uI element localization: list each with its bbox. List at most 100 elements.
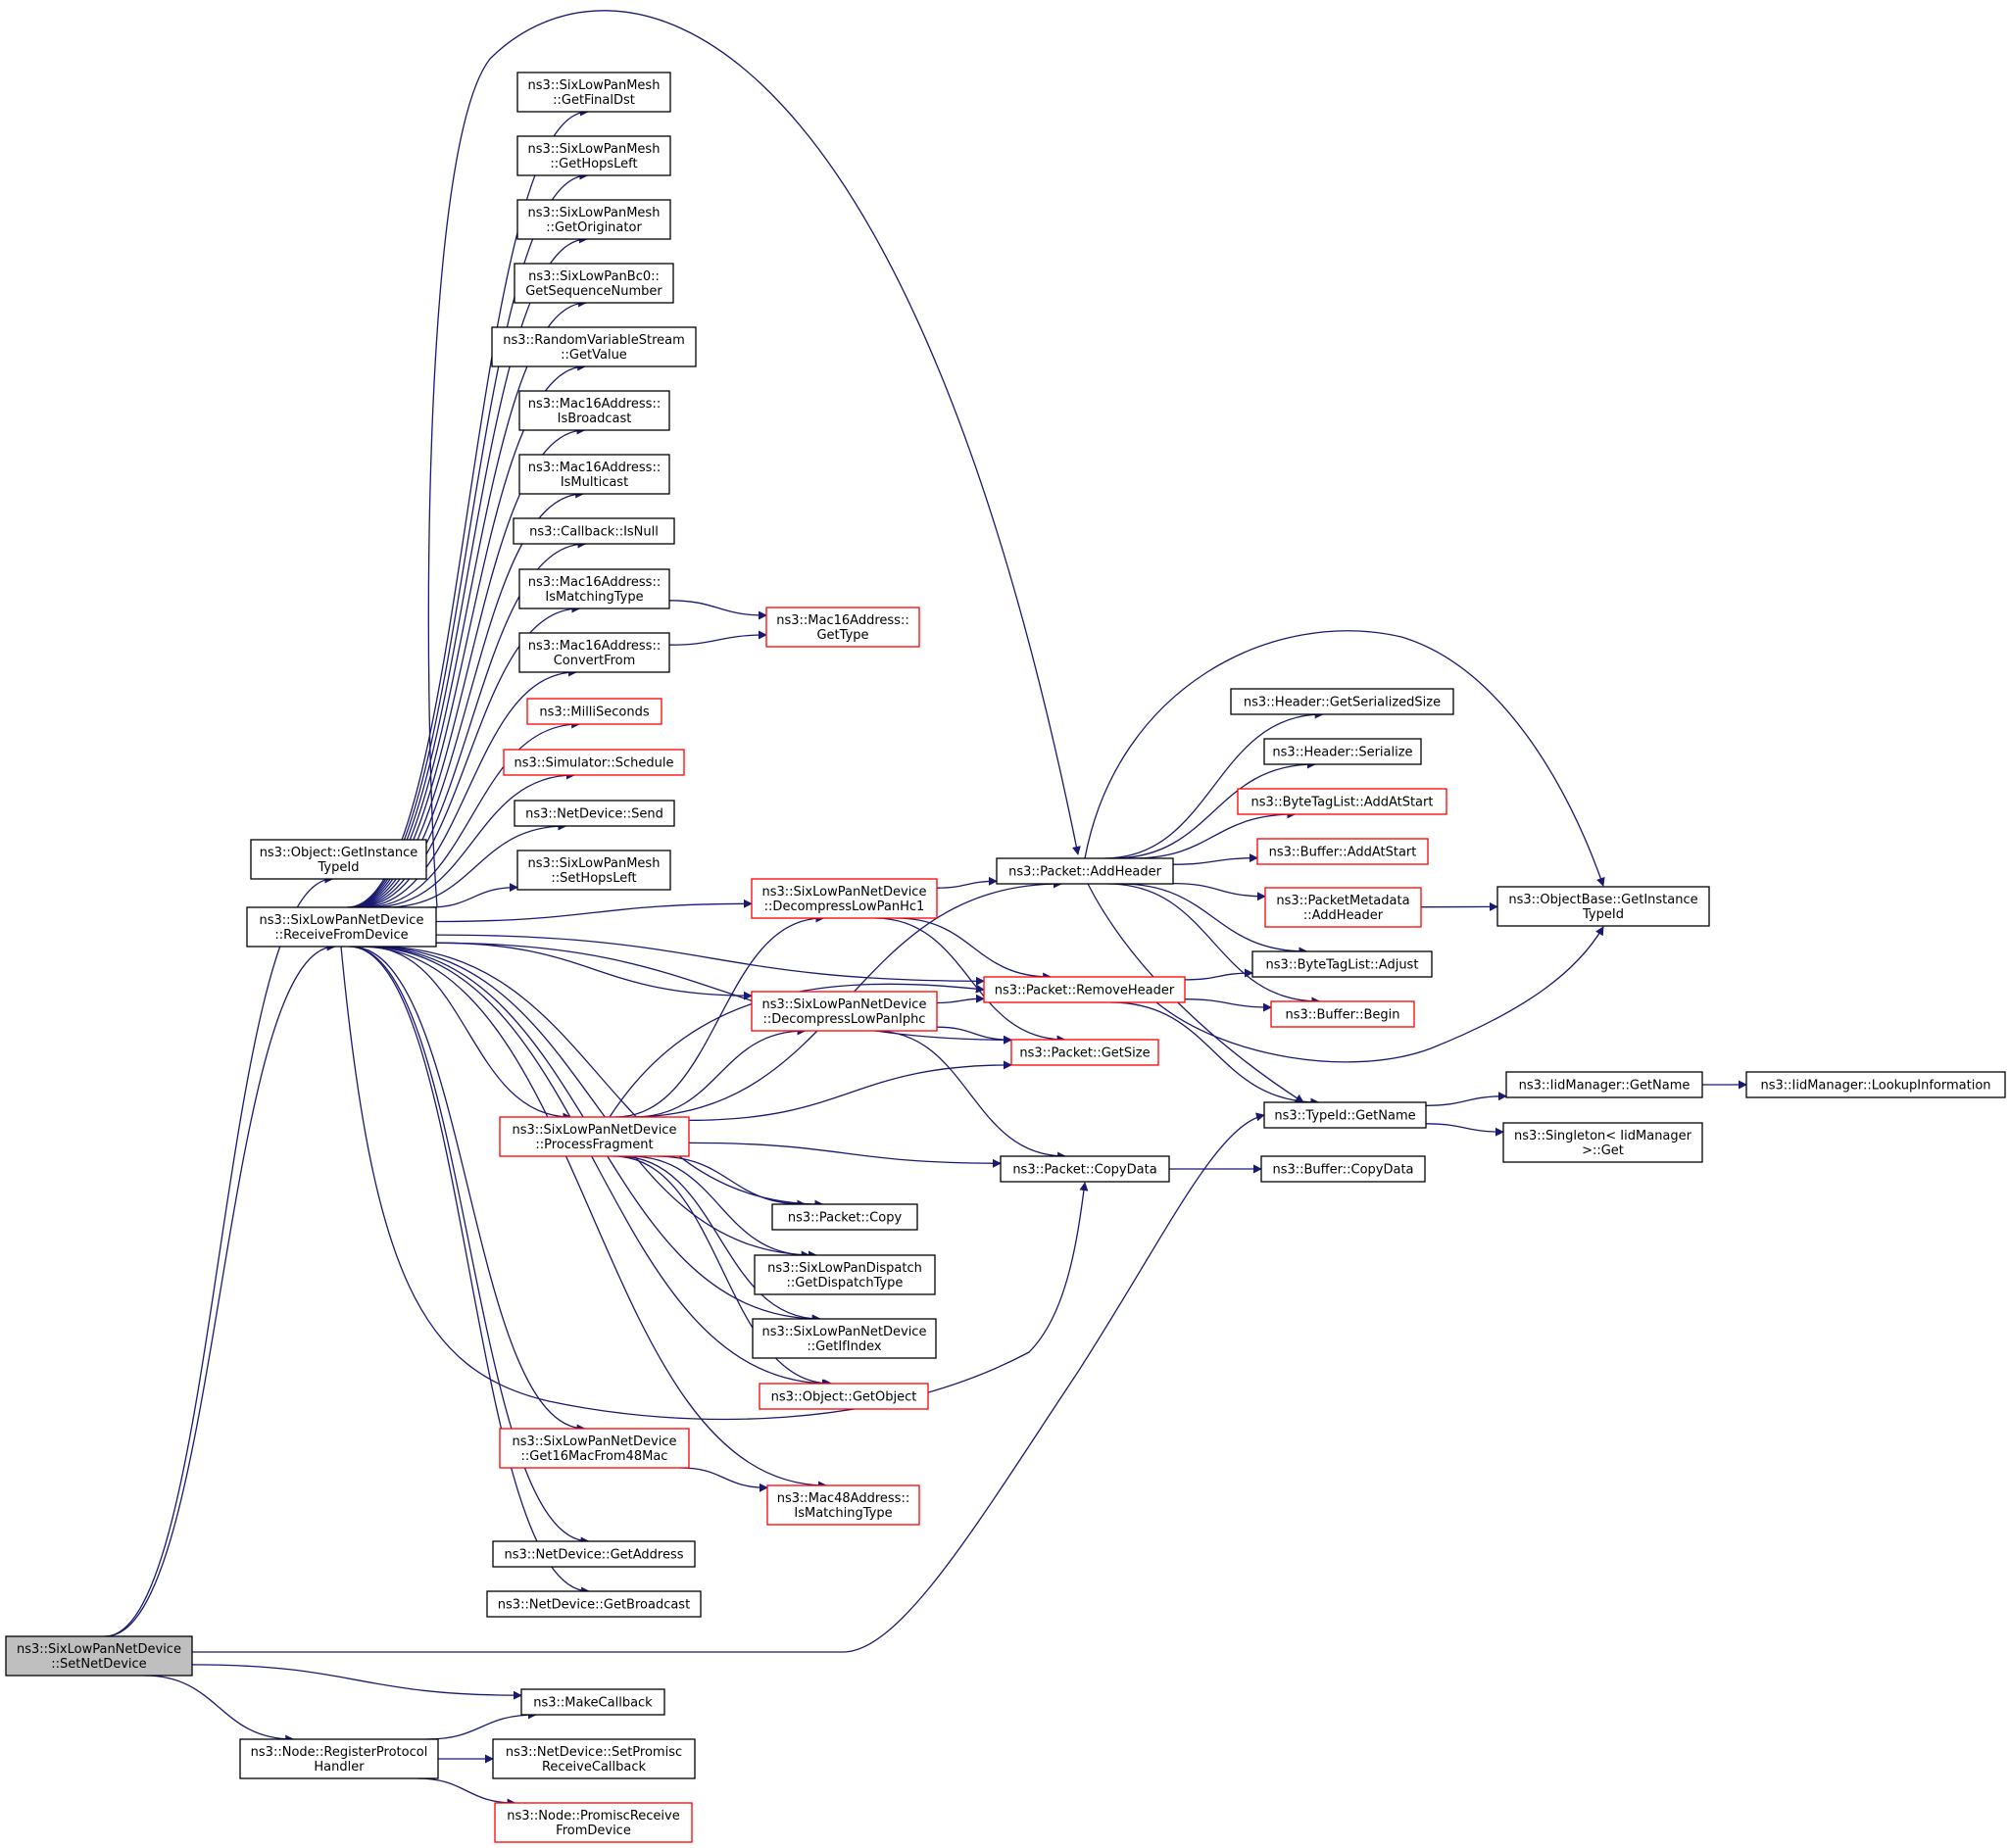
function-node-mesh_gethopsleft[interactable]: ns3::SixLowPanMesh::GetHopsLeft [516,135,671,176]
node-label-line: ns3::Object::GetInstance [260,846,418,860]
node-label-line: ns3::PacketMetadata [1276,894,1409,908]
function-node-setnetdevice[interactable]: ns3::SixLowPanNetDevice::SetNetDevice [5,1635,193,1677]
function-node-packet_copy[interactable]: ns3::Packet::Copy [771,1203,918,1231]
node-label-line: ns3::SixLowPanNetDevice [762,997,927,1012]
node-label-line: ::GetHopsLeft [550,157,637,171]
function-node-mac16_ismulticast[interactable]: ns3::Mac16Address::IsMulticast [518,454,670,495]
node-label-line: ns3::SixLowPanNetDevice [260,913,424,928]
call-edge-get16macfrom48mac-to-mac48_ismatchingtype [680,1467,768,1492]
function-node-callback_isnull[interactable]: ns3::Callback::IsNull [513,517,675,545]
function-node-mac48_ismatchingtype[interactable]: ns3::Mac48Address::IsMatchingType [766,1484,920,1526]
function-node-mesh_getfinaldst[interactable]: ns3::SixLowPanMesh::GetFinalDst [516,72,671,113]
call-edge-receivefromdevice-to-netdevice_getbroadcast [348,946,591,1596]
node-label-line: ns3::SixLowPanNetDevice [513,1435,677,1449]
function-node-getdispatchtype[interactable]: ns3::SixLowPanDispatch::GetDispatchType [754,1254,936,1295]
call-edge-packet_addheader-to-objectbase_getinstancetypeid [1084,630,1605,887]
function-node-get16macfrom48mac[interactable]: ns3::SixLowPanNetDevice::Get16MacFrom48M… [499,1428,690,1469]
call-edge-receivefromdevice-to-mac16_convertfrom [359,667,577,908]
function-node-netdevice_send[interactable]: ns3::NetDevice::Send [514,800,675,827]
node-box [239,1738,439,1779]
call-edge-setnetdevice-to-makecallback [191,1664,522,1700]
node-label-line: ns3::Buffer::Begin [1285,1008,1399,1023]
function-node-getifindex[interactable]: ns3::SixLowPanNetDevice::GetIfIndex [752,1318,937,1359]
function-node-netdevice_setpromiscreceivecallback[interactable]: ns3::NetDevice::SetPromiscReceiveCallbac… [492,1738,696,1779]
function-node-mac16_isbroadcast[interactable]: ns3::Mac16Address::IsBroadcast [518,390,670,431]
node-box [1251,950,1433,978]
call-edge-processfragment-to-getifindex [618,1155,821,1324]
node-box [499,1428,690,1469]
node-label-line: ns3::SixLowPanBc0:: [528,269,660,284]
node-box [1502,1122,1703,1163]
function-node-buffer_copydata[interactable]: ns3::Buffer::CopyData [1260,1155,1426,1183]
call-edge-processfragment-to-object_getobject [613,1155,833,1388]
function-node-bytetaglist_adjust[interactable]: ns3::ByteTagList::Adjust [1251,950,1433,978]
function-node-buffer_begin[interactable]: ns3::Buffer::Begin [1270,1000,1415,1028]
node-box [526,698,662,725]
node-box [5,1635,193,1677]
node-box [1496,886,1710,927]
function-node-packetmetadata_addheader[interactable]: ns3::PacketMetadata::AddHeader [1264,887,1422,928]
call-edge-decompresslowpanhc1-to-packet_addheader [936,876,998,889]
function-node-netdevice_getbroadcast[interactable]: ns3::NetDevice::GetBroadcast [486,1590,702,1618]
node-box [518,568,670,609]
call-edge-registerprotocolhandler-to-node_promiscreceivefromdevice [417,1777,516,1808]
function-node-header_getserializedsize[interactable]: ns3::Header::GetSerializedSize [1230,688,1454,715]
node-box [983,976,1186,1003]
function-node-decompresslowpanhc1[interactable]: ns3::SixLowPanNetDevice::DecompressLowPa… [751,878,938,919]
call-edge-receivefromdevice-to-simulator_schedule [371,770,575,908]
call-edge-packet_addheader-to-bytetaglist_adjust [1119,883,1308,956]
function-node-netdevice_getaddress[interactable]: ns3::NetDevice::GetAddress [492,1540,696,1568]
node-label-line: IsMatchingType [794,1506,892,1521]
call-edge-packet_removeheader-to-buffer_begin [1184,998,1272,1012]
node-box [516,199,671,240]
function-node-singleton_iidmanager_get[interactable]: ns3::Singleton< IidManager >::Get [1502,1122,1703,1163]
node-label-line: ns3::Mac16Address:: [528,639,661,654]
function-node-header_serialize[interactable]: ns3::Header::Serialize [1263,738,1422,765]
node-label-line: ns3::IidManager::GetName [1519,1079,1691,1094]
node-label-line: ns3::NetDevice::GetBroadcast [498,1598,690,1613]
function-node-object_getobject[interactable]: ns3::Object::GetObject [759,1383,929,1410]
node-label-line: ns3::Mac16Address:: [776,613,908,628]
function-node-decompresslowpaniphc[interactable]: ns3::SixLowPanNetDevice::DecompressLowPa… [751,991,938,1032]
function-node-receivefromdevice[interactable]: ns3::SixLowPanNetDevice::ReceiveFromDevi… [246,906,437,948]
function-node-iidmanager_getname[interactable]: ns3::IidManager::GetName [1505,1071,1703,1098]
node-label-line: ::SetNetDevice [51,1657,146,1672]
function-node-processfragment[interactable]: ns3::SixLowPanNetDevice::ProcessFragment [499,1116,690,1157]
function-node-buffer_addatstart[interactable]: ns3::Buffer::AddAtStart [1256,838,1429,865]
function-node-packet_removeheader[interactable]: ns3::Packet::RemoveHeader [983,976,1186,1003]
function-node-packet_addheader[interactable]: ns3::Packet::AddHeader [996,857,1174,885]
node-box [246,906,437,948]
node-box [492,1540,696,1568]
function-node-mesh_getoriginator[interactable]: ns3::SixLowPanMesh::GetOriginator [516,199,671,240]
function-node-mac16_gettype[interactable]: ns3::Mac16Address::GetType [765,607,920,648]
node-label-line: ::SetHopsLeft [551,871,636,886]
node-label-line: ns3::Node::RegisterProtocol [251,1745,428,1760]
call-edge-processfragment-to-packet_getsize [688,1060,1012,1122]
function-node-mesh_sethopsleft[interactable]: ns3::SixLowPanMesh::SetHopsLeft [516,850,671,891]
call-edge-registerprotocolhandler-to-makecallback [426,1710,537,1740]
function-node-bc0_getsequencenumber[interactable]: ns3::SixLowPanBc0::GetSequenceNumber [514,263,674,304]
function-node-iidmanager_lookupinformation[interactable]: ns3::IidManager::LookupInformation [1745,1071,2006,1098]
function-node-packet_copydata[interactable]: ns3::Packet::CopyData [1000,1155,1170,1183]
function-node-milliseconds[interactable]: ns3::MilliSeconds [526,698,662,725]
node-label-line: ns3::Packet::GetSize [1019,1046,1150,1061]
function-node-simulator_schedule[interactable]: ns3::Simulator::Schedule [503,749,685,776]
node-label-line: ns3::Packet::Copy [788,1211,903,1226]
function-node-mac16_ismatchingtype[interactable]: ns3::Mac16Address::IsMatchingType [518,568,670,609]
function-node-makecallback[interactable]: ns3::MakeCallback [520,1688,665,1716]
node-box [1010,1039,1159,1066]
function-node-rvs_getvalue[interactable]: ns3::RandomVariableStream::GetValue [491,326,697,367]
function-node-typeid_getname[interactable]: ns3::TypeId::GetName [1263,1101,1427,1129]
call-edge-mac16_convertfrom-to-mac16_gettype [668,630,767,646]
function-node-packet_getsize[interactable]: ns3::Packet::GetSize [1010,1039,1159,1066]
function-node-mac16_convertfrom[interactable]: ns3::Mac16Address::ConvertFrom [518,632,670,673]
call-edge-packet_addheader-to-typeid_getname [1087,883,1304,1103]
function-node-bytetaglist_addatstart[interactable]: ns3::ByteTagList::AddAtStart [1237,788,1447,815]
node-box [1505,1071,1703,1098]
node-label-line: ns3::Mac48Address:: [777,1491,909,1506]
